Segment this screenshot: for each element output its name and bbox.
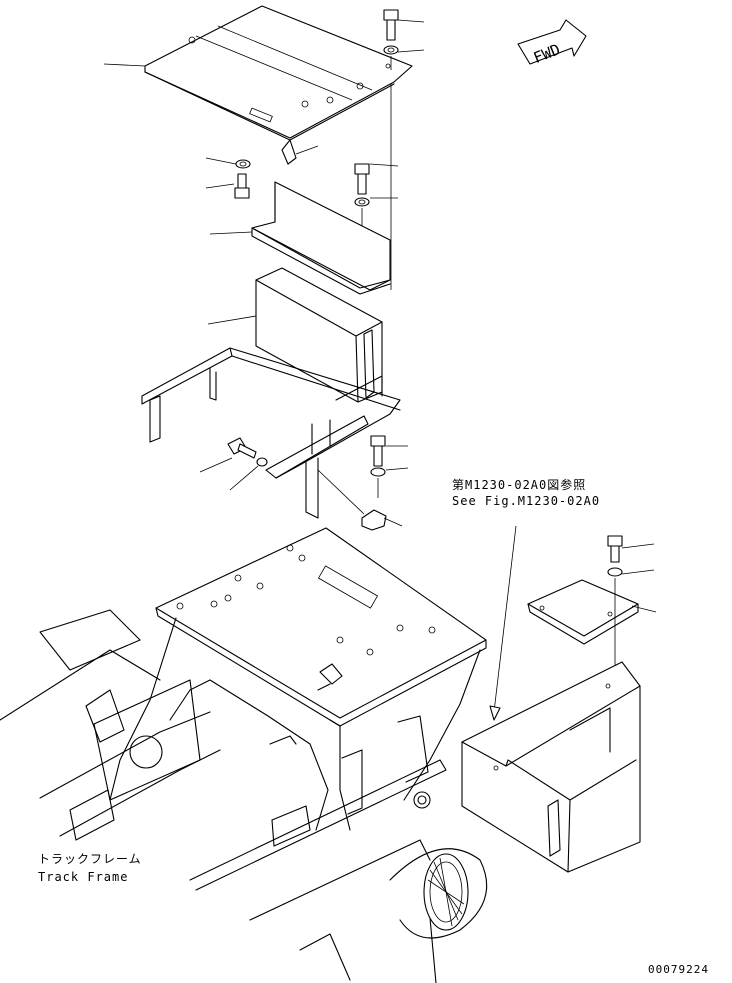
battery-box [461,661,641,873]
fwd-arrow: FWD [517,19,587,67]
track-frame-label-jp: トラックフレーム [38,852,142,866]
reference-note-jp: 第M1230-02A0図参照 [452,478,587,492]
top-cover-plate [144,5,413,165]
reference-note-en: See Fig.M1230-02A0 [452,494,601,508]
main-deck [109,527,487,831]
drawing-number: 00079224 [648,963,709,976]
left-washer-bolt [234,159,251,199]
callout-leaders [103,19,657,613]
track-frame-label-en: Track Frame [38,870,129,884]
top-bolt [383,9,399,290]
right-track-frame [189,759,488,983]
reference-leader [489,525,517,721]
side-bolt [227,437,268,467]
right-bolt [317,435,387,531]
stand-frame [141,347,401,519]
box-cover [255,267,383,403]
left-track-frame [0,609,221,841]
